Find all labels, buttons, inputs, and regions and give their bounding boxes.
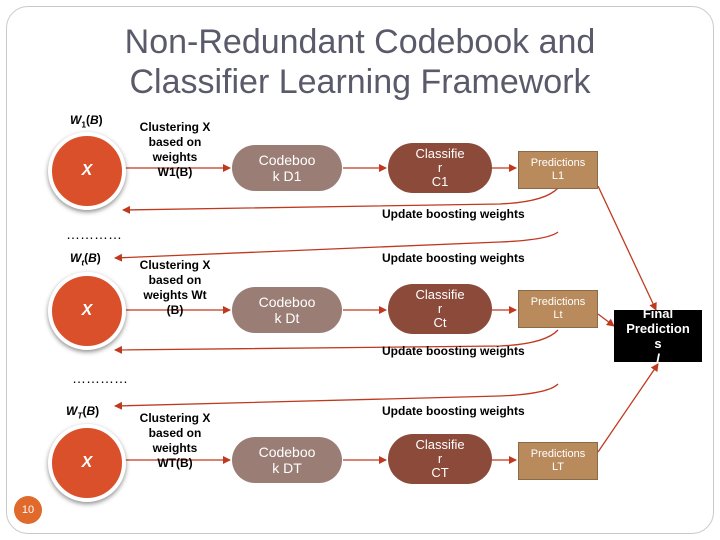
ellipsis-1: ………… [66,226,122,242]
codebook-line: Codeboo [258,152,316,168]
input-x-1: X [48,132,126,210]
cluster-line: Clustering X [139,258,211,272]
input-x-3: X [48,424,126,502]
title-line-2: Classifier Learning Framework [129,63,591,101]
weight-label-2: Wt(B) [70,251,101,268]
arrow-pred3-final [597,363,659,453]
title-line-1: Non-Redundant Codebook and [124,23,596,61]
predictions-line: LT [551,461,564,473]
final-line: s [654,336,662,351]
update-label-4: Update boosting weights [382,404,525,418]
update-label-1: Update boosting weights [382,207,525,221]
predictions-line: L1 [551,170,565,182]
final-predictions-box: Final Prediction s l [614,310,702,362]
update-label-3: Update boosting weights [382,344,525,358]
classifier-line: Classifie [415,287,465,302]
cluster-line: based on [148,426,202,440]
feedback-arrow-2 [114,231,559,262]
final-line: Final [642,310,674,321]
codebook-line: Codeboo [258,444,316,460]
feedback-arrow-3 [114,329,559,354]
classifier-line: Classifie [415,437,465,452]
page-number-badge: 10 [14,496,42,524]
weight-label-1: W1(B) [70,113,103,130]
cluster-line: weights [152,441,198,455]
cluster-line: weights Wt [143,288,207,302]
cluster-line: weights [152,150,198,164]
arrow-pred2-final [597,313,615,327]
ellipsis-2: ………… [72,370,128,386]
input-x-label: X [81,162,93,179]
codebook-line: k DT [272,460,302,476]
codebook-line: k Dt [274,310,300,326]
input-x-label: X [81,302,93,319]
classifier-line: r [437,451,443,466]
codebook-line: k D1 [272,168,302,184]
feedback-arrow-1 [122,187,559,214]
cluster-line: WT(B) [157,456,193,470]
input-x-2: X [48,272,126,350]
update-label-2: Update boosting weights [382,251,525,265]
classifier-line: Classifie [415,146,465,161]
page-number: 10 [21,504,35,516]
predictions-line: Predictions [530,157,586,169]
arrow-pred1-final [597,185,657,311]
cluster-line: (B) [166,303,184,317]
predictions-line: Lt [553,309,563,321]
clustering-label-2: Clustering X based on weights Wt (B) [130,258,220,318]
cluster-line: based on [148,273,202,287]
cluster-line: based on [148,135,202,149]
codebook-line: Codeboo [258,294,316,310]
feedback-arrow-4 [114,383,559,410]
input-x-label: X [81,454,93,471]
classifier-line: r [437,160,443,175]
final-line: Prediction [626,321,690,336]
clustering-label-1: Clustering X based on weights W1(B) [130,120,220,180]
final-line: l [656,351,660,362]
predictions-line: Predictions [530,296,586,308]
classifier-line: r [437,301,443,316]
cluster-line: W1(B) [157,165,193,179]
weight-label-3: WT(B) [66,404,100,421]
predictions-line: Predictions [530,448,586,460]
clustering-label-3: Clustering X based on weights WT(B) [130,411,220,471]
classifier-line: CT [431,465,449,480]
slide-title: Non-Redundant Codebook and Classifier Le… [60,22,660,102]
classifier-line: C1 [431,174,449,189]
cluster-line: Clustering X [139,411,211,425]
classifier-line: Ct [433,315,447,330]
cluster-line: Clustering X [139,120,211,134]
